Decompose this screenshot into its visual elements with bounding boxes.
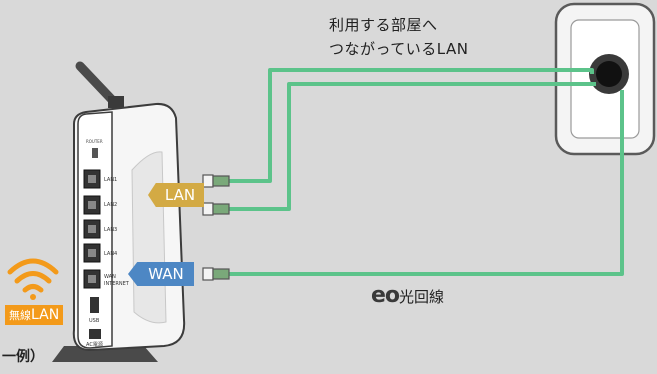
- mode-switch: ROUTER: [86, 139, 103, 158]
- wan-cable: [228, 90, 624, 276]
- power-jack: AC電源: [86, 329, 103, 348]
- router: ROUTER LAN1 LAN2 LAN3 LAN4 WAN: [52, 61, 186, 362]
- wifi-icon: [7, 258, 59, 300]
- wall-outlet: [554, 2, 656, 156]
- router-base: [52, 346, 158, 362]
- lan-tag: LAN: [148, 183, 204, 207]
- wireless-lan-tag: 無線LAN: [5, 305, 64, 325]
- svg-text:USB: USB: [89, 318, 100, 324]
- wan-tag: WAN: [128, 262, 194, 286]
- caption-line-1: 利用する部屋へ: [329, 16, 438, 34]
- plug-lan2: [202, 202, 230, 216]
- router-antenna: [75, 61, 124, 109]
- svg-text:LAN2: LAN2: [104, 202, 117, 208]
- svg-text:INTERNET: INTERNET: [104, 281, 130, 287]
- fiber-line-label: eo光回線: [371, 283, 444, 308]
- fiber-suffix: 光回線: [399, 288, 445, 306]
- wireless-lan-suffix: LAN: [31, 307, 60, 323]
- eo-brand: eo: [371, 283, 400, 308]
- cable-plugs: [202, 174, 230, 281]
- plug-wan: [202, 267, 230, 281]
- lan-cable-1: [228, 68, 594, 183]
- example-note: 一例）: [2, 349, 44, 365]
- svg-text:LAN1: LAN1: [104, 177, 117, 183]
- usb-port: USB: [89, 297, 100, 324]
- svg-text:LAN4: LAN4: [104, 251, 117, 257]
- caption-line-2: つながっているLAN: [329, 40, 469, 58]
- router-ports: LAN1 LAN2 LAN3 LAN4 WAN INTERNET: [83, 169, 130, 289]
- lan-cable-2: [228, 82, 596, 211]
- wireless-lan-prefix: 無線: [9, 309, 31, 322]
- svg-text:LAN3: LAN3: [104, 227, 117, 233]
- svg-text:ROUTER: ROUTER: [86, 139, 103, 144]
- cables: [228, 68, 624, 276]
- svg-text:WAN: WAN: [104, 274, 116, 280]
- svg-text:AC電源: AC電源: [86, 341, 103, 348]
- plug-lan1: [202, 174, 230, 188]
